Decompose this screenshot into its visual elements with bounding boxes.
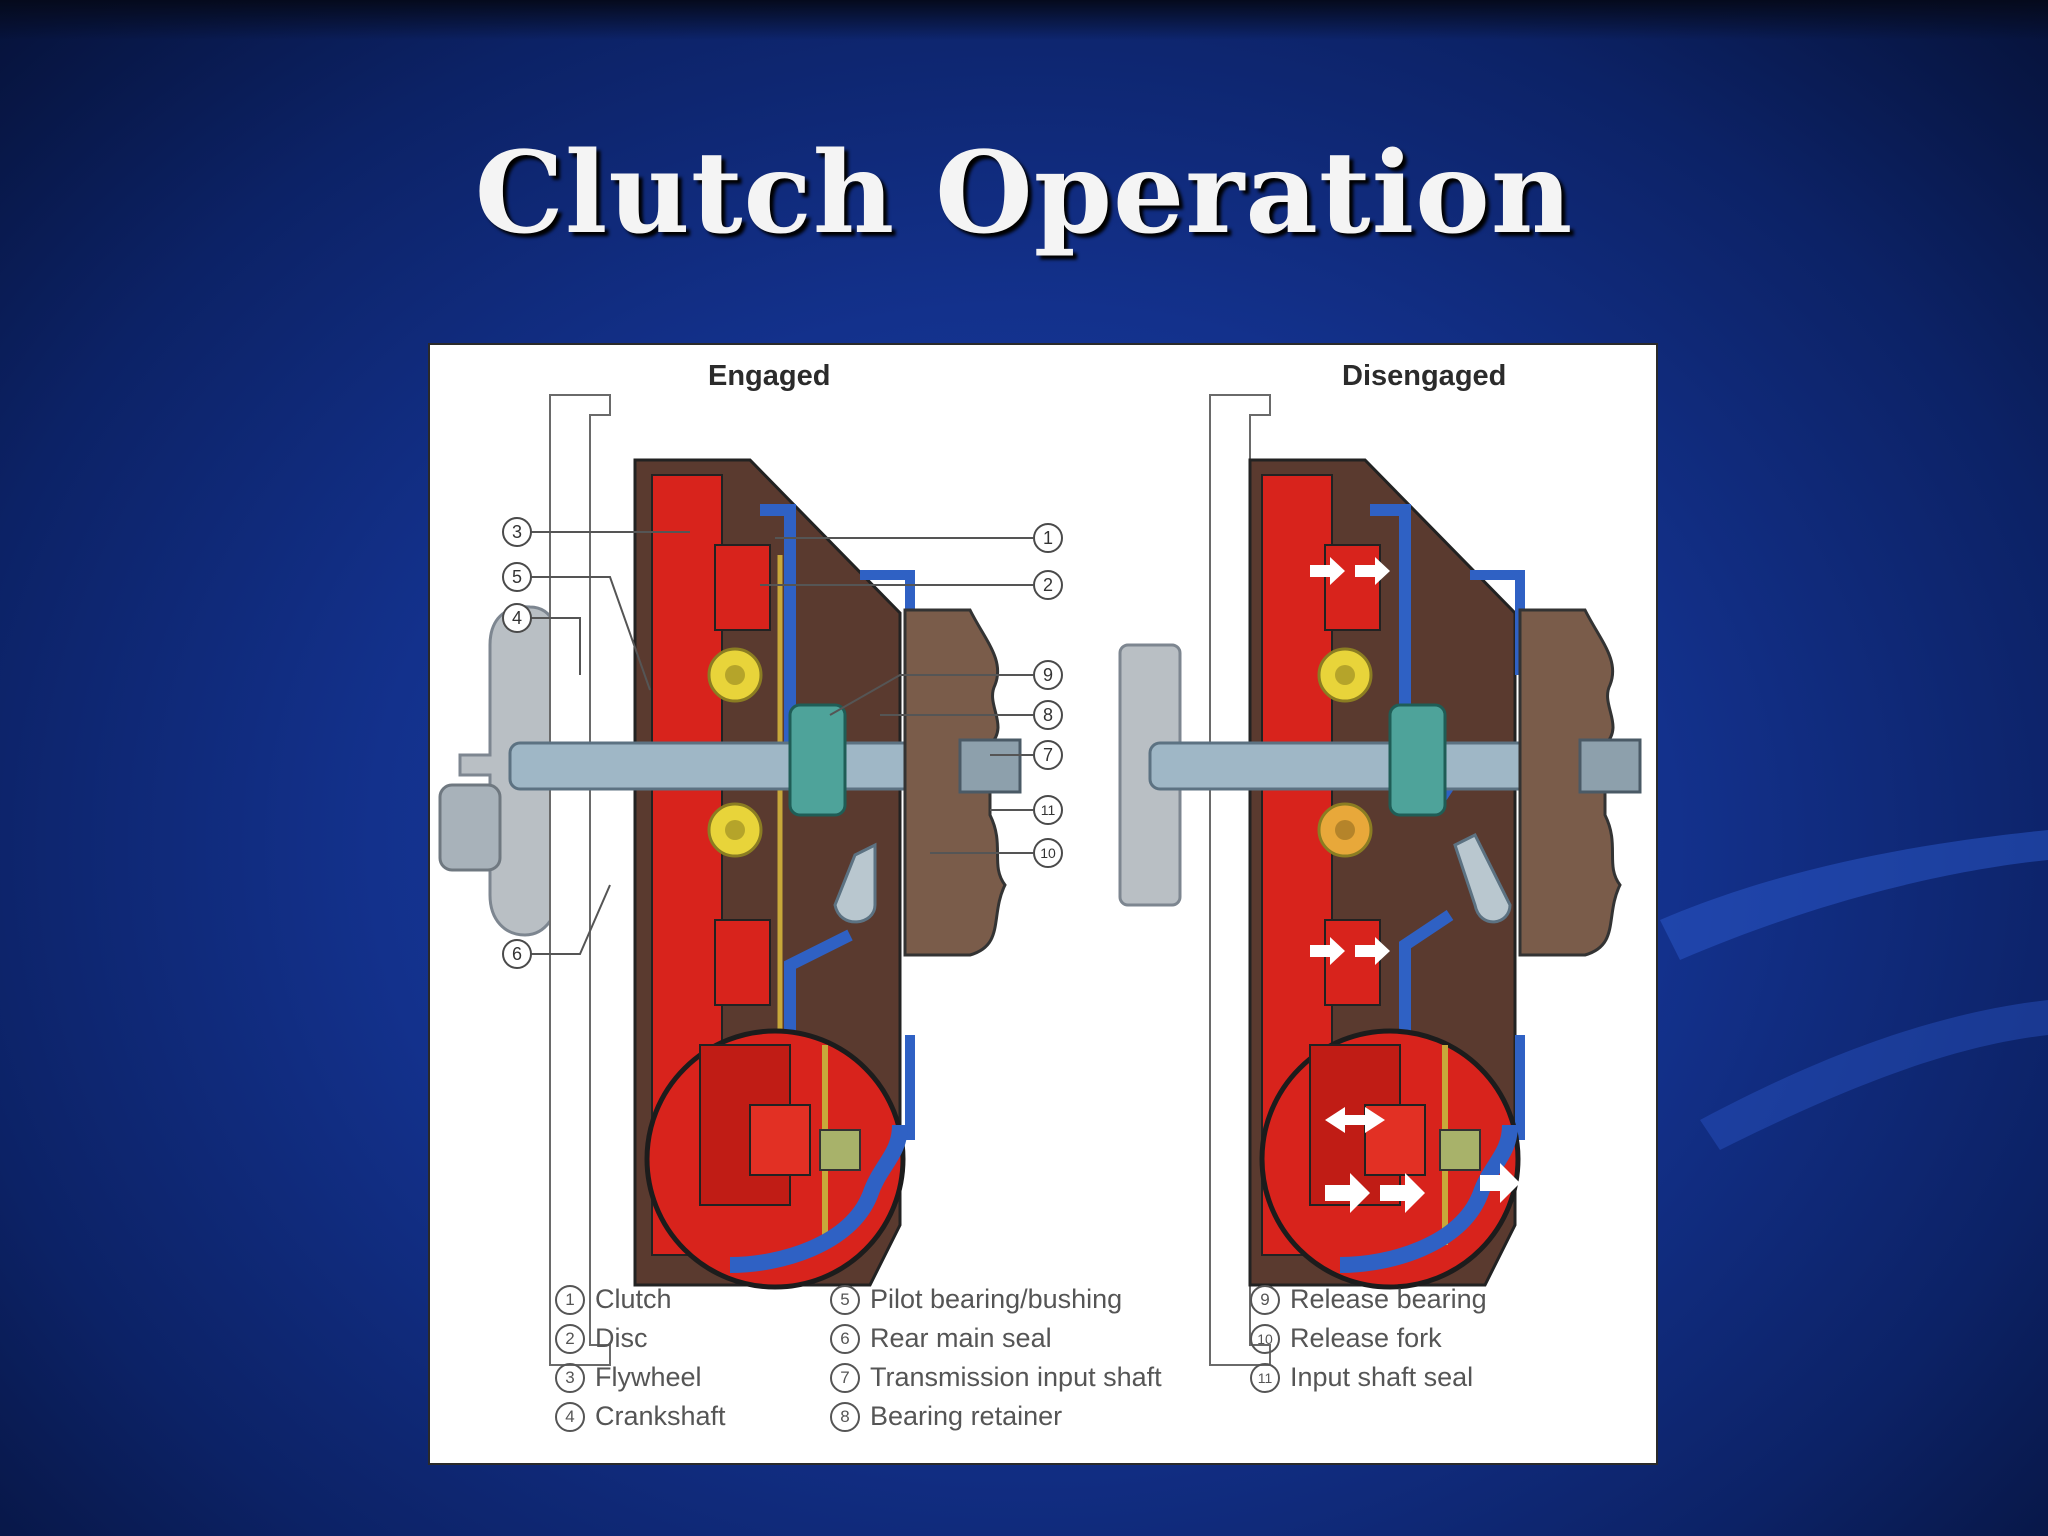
legend-item: 2 Disc	[555, 1319, 726, 1358]
engaged-crankshaft-hub	[438, 783, 502, 872]
disengaged-detail	[1259, 1028, 1521, 1290]
legend-item: 1 Clutch	[555, 1280, 726, 1319]
legend-number: 3	[555, 1362, 585, 1393]
legend-number: 5	[830, 1284, 860, 1315]
leader-lines	[530, 531, 1033, 955]
engaged-detail	[644, 1028, 908, 1290]
clutch-diagram	[438, 394, 1642, 1366]
disengaged-bellhousing	[1209, 394, 1271, 1366]
legend-item: 7 Transmission input shaft	[830, 1358, 1162, 1397]
callout-10: 10	[1033, 838, 1063, 868]
legend-column-2: 5 Pilot bearing/bushing 6 Rear main seal 7…	[830, 1280, 1162, 1436]
legend-label: Flywheel	[595, 1362, 702, 1392]
legend-label: Pilot bearing/bushing	[870, 1284, 1123, 1314]
legend-label: Disc	[595, 1323, 648, 1353]
callout-6: 6	[502, 939, 532, 969]
callout-5: 5	[502, 562, 532, 592]
slide-title: Clutch Operation	[474, 128, 1574, 259]
diagram-panel: Engaged Disengaged 3 5 4 6 1 2 9 8 7 11 …	[428, 343, 1658, 1465]
legend-number: 1	[555, 1284, 585, 1315]
legend-label: Release fork	[1290, 1323, 1442, 1353]
legend-label: Release bearing	[1290, 1284, 1487, 1314]
legend-label: Clutch	[595, 1284, 672, 1314]
legend-item: 4 Crankshaft	[555, 1397, 726, 1436]
legend-label: Transmission input shaft	[870, 1362, 1162, 1392]
callout-1: 1	[1033, 523, 1063, 553]
engaged-release-fork	[833, 842, 877, 924]
legend-number: 11	[1250, 1362, 1280, 1393]
legend-label: Crankshaft	[595, 1401, 726, 1431]
callout-8: 8	[1033, 700, 1063, 730]
engaged-transmission-case	[903, 608, 1007, 957]
legend-item: 8 Bearing retainer	[830, 1397, 1162, 1436]
legend-label: Rear main seal	[870, 1323, 1052, 1353]
legend-column-3: 9 Release bearing 10 Release fork 11 Input …	[1250, 1280, 1487, 1397]
top-dark-band	[0, 0, 2048, 40]
disengaged-arrows	[1310, 557, 1390, 965]
legend-number: 6	[830, 1323, 860, 1354]
callout-7: 7	[1033, 740, 1063, 770]
callout-4: 4	[502, 603, 532, 633]
legend-label: Bearing retainer	[870, 1401, 1063, 1431]
legend-item: 3 Flywheel	[555, 1358, 726, 1397]
callout-2: 2	[1033, 570, 1063, 600]
legend-number: 4	[555, 1401, 585, 1432]
legend-number: 8	[830, 1401, 860, 1432]
callout-3: 3	[502, 517, 532, 547]
legend-item: 6 Rear main seal	[830, 1319, 1162, 1358]
legend-item: 5 Pilot bearing/bushing	[830, 1280, 1162, 1319]
legend-item: 10 Release fork	[1250, 1319, 1487, 1358]
legend-number: 7	[830, 1362, 860, 1393]
engaged-label: Engaged	[708, 360, 831, 392]
engaged-release-bearing	[788, 703, 847, 817]
legend-item: 9 Release bearing	[1250, 1280, 1487, 1319]
disengaged-release-bearing	[1388, 703, 1447, 817]
disengaged-label: Disengaged	[1342, 360, 1507, 392]
callout-11: 11	[1033, 795, 1063, 825]
callout-9: 9	[1033, 660, 1063, 690]
engaged-bellhousing	[549, 394, 611, 1366]
legend-label: Input shaft seal	[1290, 1362, 1474, 1392]
legend-column-1: 1 Clutch 2 Disc 3 Flywheel 4 Crankshaft	[555, 1280, 726, 1436]
legend-item: 11 Input shaft seal	[1250, 1358, 1487, 1397]
legend-number: 2	[555, 1323, 585, 1354]
legend-number: 10	[1250, 1323, 1280, 1354]
legend-number: 9	[1250, 1284, 1280, 1315]
disengaged-transmission-case	[1518, 608, 1622, 957]
